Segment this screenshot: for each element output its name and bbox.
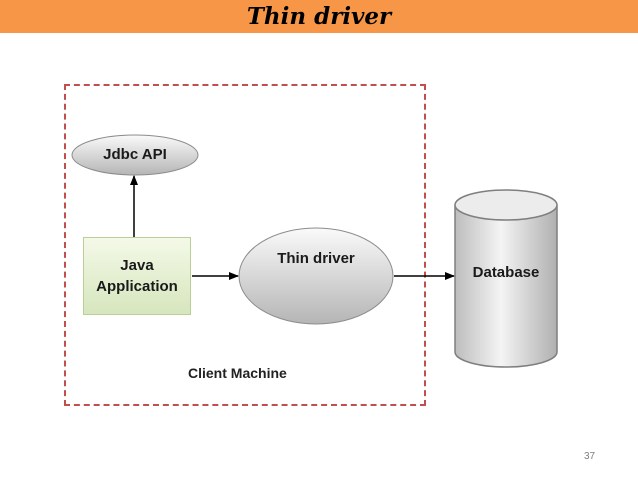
title-bar: Thin driver (0, 0, 638, 33)
database-label: Database (472, 264, 540, 281)
client-machine-label: Client Machine (188, 365, 287, 381)
thin-driver-node (238, 227, 394, 325)
slide-title: Thin driver (246, 3, 392, 30)
thin-driver-label: Thin driver (277, 250, 355, 267)
java-application-node: Java Application (83, 237, 191, 315)
jdbc-api-label: Jdbc API (103, 146, 167, 163)
java-application-label: Java Application (96, 257, 178, 295)
client-machine-boundary (64, 84, 426, 406)
page-number: 37 (584, 451, 596, 462)
database-node (454, 189, 558, 368)
